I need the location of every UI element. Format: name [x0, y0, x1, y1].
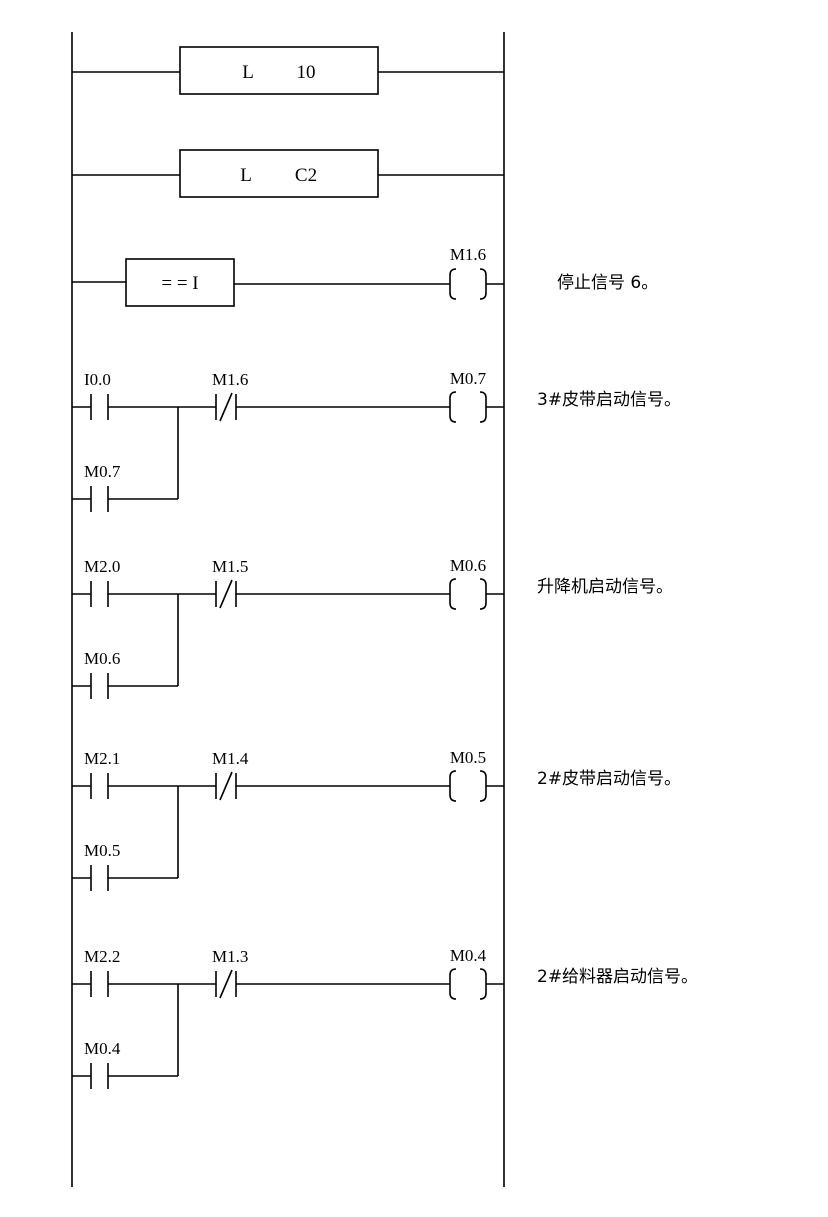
rung-comment: 2#给料器启动信号。 [537, 967, 698, 987]
load-op: L [242, 62, 254, 83]
coil-left-paren [449, 268, 457, 300]
load-box [179, 149, 379, 198]
coil-right-paren [479, 578, 487, 610]
rung-load-10: L 10 [72, 46, 504, 95]
coil-label: M0.4 [450, 946, 487, 965]
rung-comment: 2#皮带启动信号。 [537, 769, 681, 789]
nc-contact-label: M1.4 [212, 749, 249, 768]
load-operand: 10 [297, 62, 316, 83]
coil-right-paren [479, 391, 487, 423]
input-contact-label: M2.2 [84, 947, 120, 966]
nc-contact-label: M1.3 [212, 947, 248, 966]
load-operand: C2 [295, 165, 317, 186]
coil-left-paren [449, 578, 457, 610]
input-contact-label: M2.1 [84, 749, 120, 768]
rung-load-c2: L C2 [72, 149, 504, 198]
coil-left-paren [449, 770, 457, 802]
coil-left-paren [449, 968, 457, 1000]
compare-label: = = I [161, 273, 198, 294]
nc-contact-label: M1.5 [212, 557, 248, 576]
load-op: L [240, 165, 252, 186]
rung-comment: 升降机启动信号。 [537, 577, 673, 597]
seal-contact-label: M0.4 [84, 1039, 121, 1058]
coil-right-paren [479, 770, 487, 802]
load-box [179, 46, 379, 95]
coil-label: M0.7 [450, 369, 487, 388]
seal-contact-label: M0.5 [84, 841, 120, 860]
contact-nc-slash [219, 771, 233, 801]
contact-nc-slash [219, 392, 233, 422]
input-contact-label: M2.0 [84, 557, 120, 576]
coil-right-paren [479, 268, 487, 300]
compare-box [125, 258, 235, 307]
rung-compare: = = I M1.6 停止信号 6。 [72, 245, 658, 307]
contact-nc-slash [219, 579, 233, 609]
input-contact-label: I0.0 [84, 370, 111, 389]
rung-comment: 停止信号 6。 [557, 273, 658, 293]
coil-right-paren [479, 968, 487, 1000]
seal-contact-label: M0.7 [84, 462, 121, 481]
coil-label: M1.6 [450, 245, 486, 264]
coil-label: M0.6 [450, 556, 486, 575]
coil-label: M0.5 [450, 748, 486, 767]
contact-nc-slash [219, 969, 233, 999]
rung-comment: 3#皮带启动信号。 [537, 390, 681, 410]
seal-contact-label: M0.6 [84, 649, 120, 668]
coil-left-paren [449, 391, 457, 423]
nc-contact-label: M1.6 [212, 370, 248, 389]
